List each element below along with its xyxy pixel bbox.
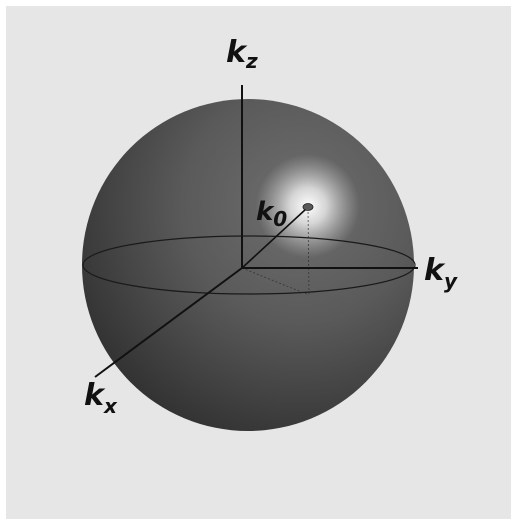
kx-letter: k [84, 378, 106, 413]
kz-label: kz [226, 35, 258, 73]
k0-label: k0 [256, 197, 287, 231]
k0-drop-line [307, 207, 310, 296]
ky-subscript: y [444, 269, 458, 293]
ky-label: ky [424, 253, 458, 293]
sphere [82, 99, 414, 431]
equator-ellipse [82, 235, 416, 295]
ky-letter: k [424, 253, 446, 288]
kx-label: kx [84, 378, 118, 418]
kx-subscript: x [103, 394, 118, 418]
k0-base-line [241, 267, 310, 296]
k0-letter: k [256, 197, 275, 227]
k0-vector [241, 208, 307, 269]
k0-subscript: 0 [273, 207, 287, 231]
k0-point [302, 203, 314, 211]
kz-subscript: z [245, 49, 258, 73]
kx-axis [94, 267, 243, 378]
kz-letter: k [226, 35, 248, 70]
